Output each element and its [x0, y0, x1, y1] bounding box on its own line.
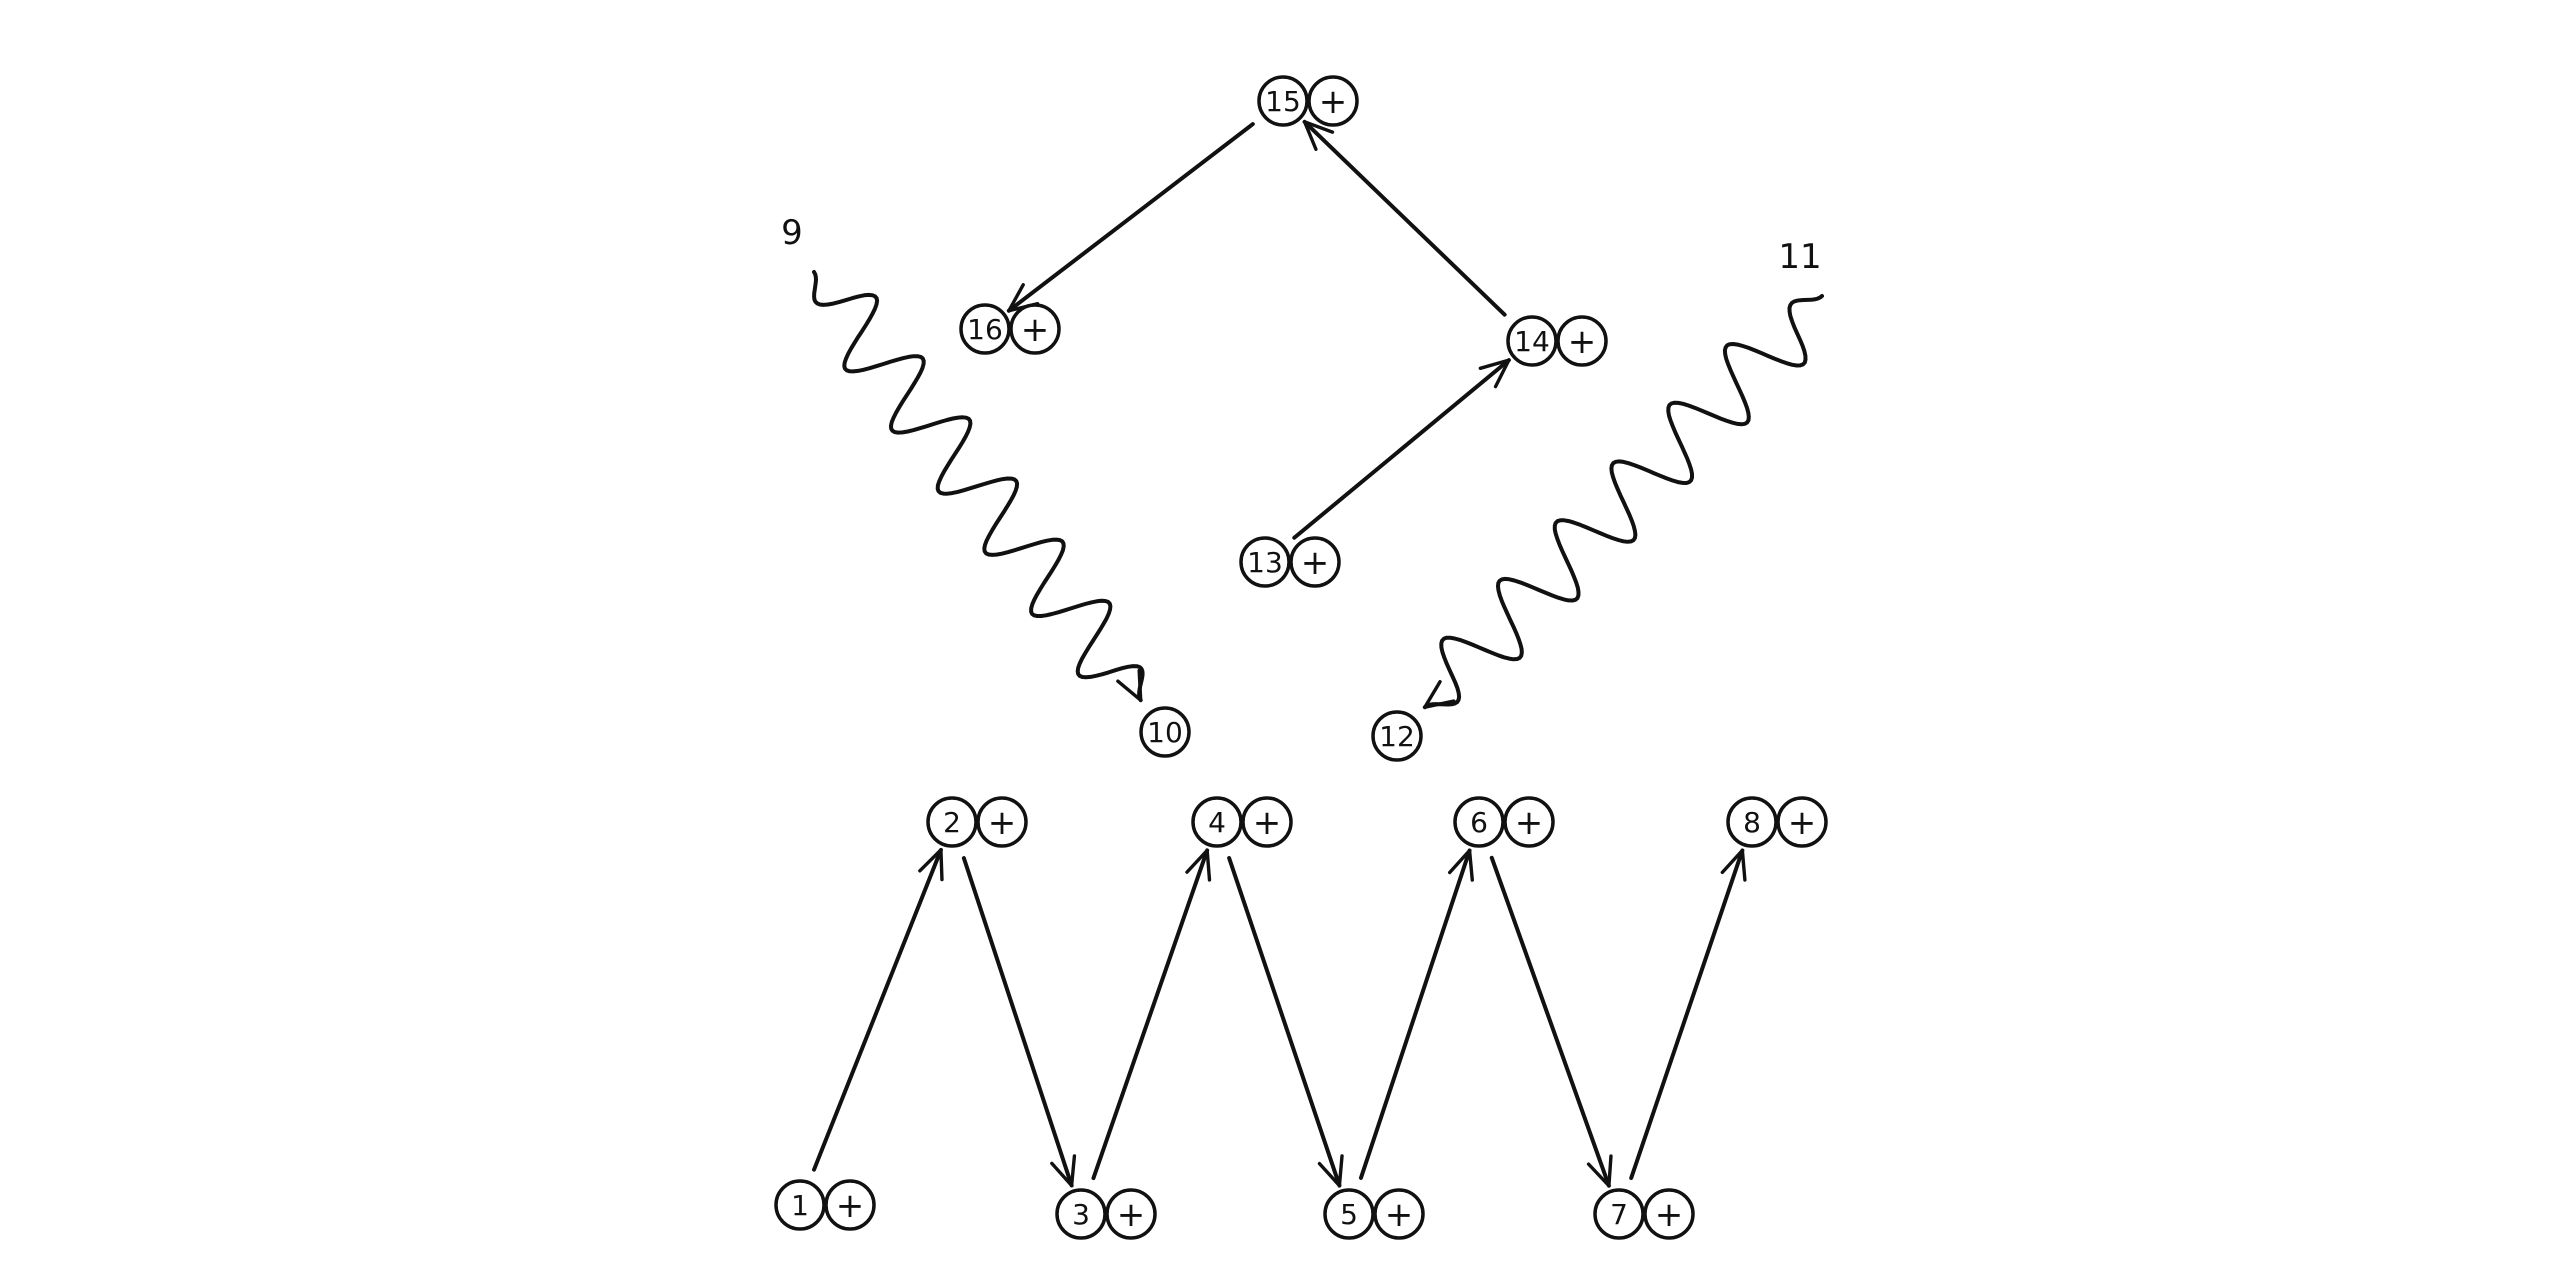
node-circle-4 [1191, 796, 1243, 848]
node-15: 15 + [1257, 75, 1359, 127]
plus-charge-icon: + [1319, 82, 1348, 122]
arrow-3-to-4 [1091, 848, 1212, 1181]
node-label-12: 12 [1379, 720, 1415, 753]
arrow-1-to-2 [812, 847, 944, 1172]
charge-circle-7 [1643, 1188, 1695, 1240]
node-8: 8+ [1726, 796, 1828, 848]
free-label-11: 11 [1778, 237, 1821, 277]
node-circle-6 [1453, 796, 1505, 848]
node-label-14: 14 [1514, 325, 1550, 358]
arrow-13-to-14 [1292, 358, 1511, 540]
charge-circle-3 [1105, 1188, 1157, 1240]
node-circle-5 [1323, 1188, 1375, 1240]
charge-circle-8 [1776, 796, 1828, 848]
node-13: 13 + [1239, 536, 1341, 588]
node-label-10: 10 [1147, 716, 1183, 749]
plus-charge-icon: + [1385, 1195, 1414, 1235]
edges-layer [812, 119, 1824, 1188]
node-1: 1+ [774, 1179, 876, 1231]
node-circle-10 [1139, 706, 1191, 758]
charge-circle-6 [1503, 796, 1555, 848]
node-circle-8 [1726, 796, 1778, 848]
arrow-5-to-6 [1358, 848, 1474, 1180]
arrow-15-to-16 [1006, 122, 1255, 313]
node-label-5: 5 [1340, 1198, 1358, 1231]
charge-circle-5 [1373, 1188, 1425, 1240]
node-16: 16 + [959, 303, 1061, 355]
plus-charge-icon: + [1021, 310, 1050, 350]
node-circle-12 [1371, 710, 1423, 762]
charge-circle-13 [1289, 536, 1341, 588]
node-label-13: 13 [1247, 546, 1283, 579]
node-circle-14 [1506, 315, 1558, 367]
plus-charge-icon: + [1117, 1195, 1146, 1235]
node-circle-2 [926, 796, 978, 848]
arrow-7-to-8 [1629, 848, 1747, 1181]
plus-charge-icon: + [1515, 803, 1544, 843]
node-label-1: 1 [791, 1189, 809, 1222]
plus-charge-icon: + [1301, 543, 1330, 583]
node-7: 7+ [1593, 1188, 1695, 1240]
node-label-16: 16 [967, 313, 1003, 346]
node-label-8: 8 [1743, 806, 1761, 839]
charge-circle-14 [1556, 315, 1608, 367]
charge-circle-15 [1307, 75, 1359, 127]
node-label-15: 15 [1265, 85, 1301, 118]
charge-circle-1 [824, 1179, 876, 1231]
node-12: 12 [1371, 710, 1423, 762]
node-circle-15 [1257, 75, 1309, 127]
arrow-14-to-15 [1302, 119, 1507, 317]
charge-circle-2 [976, 796, 1028, 848]
node-circle-7 [1593, 1188, 1645, 1240]
charge-circle-16 [1009, 303, 1061, 355]
plus-charge-icon: + [836, 1186, 865, 1226]
node-2: 2+ [926, 796, 1028, 848]
node-label-2: 2 [943, 806, 961, 839]
node-circle-16 [959, 303, 1011, 355]
arrow-6-to-7 [1489, 855, 1613, 1188]
arrow-4-to-5 [1227, 856, 1344, 1188]
plus-charge-icon: + [1655, 1195, 1684, 1235]
wavy-arrow-9-to-10 [812, 270, 1145, 703]
wavy-arrow-11-to-12 [1422, 294, 1824, 710]
node-6: 6+ [1453, 796, 1555, 848]
node-label-4: 4 [1208, 806, 1226, 839]
node-label-3: 3 [1072, 1198, 1090, 1231]
node-label-6: 6 [1470, 806, 1488, 839]
node-4: 4+ [1191, 796, 1293, 848]
plus-charge-icon: + [1253, 803, 1282, 843]
plus-charge-icon: + [1568, 322, 1597, 362]
node-label-7: 7 [1610, 1198, 1628, 1231]
node-circle-13 [1239, 536, 1291, 588]
node-14: 14 + [1506, 315, 1608, 367]
node-5: 5+ [1323, 1188, 1425, 1240]
charge-circle-4 [1241, 796, 1293, 848]
node-circle-3 [1055, 1188, 1107, 1240]
plus-charge-icon: + [988, 803, 1017, 843]
node-3: 3+ [1055, 1188, 1157, 1240]
free-label-9: 9 [781, 213, 803, 253]
plus-charge-icon: + [1788, 803, 1817, 843]
node-10: 10 [1139, 706, 1191, 758]
node-circle-1 [774, 1179, 826, 1231]
arrow-2-to-3 [961, 856, 1077, 1188]
